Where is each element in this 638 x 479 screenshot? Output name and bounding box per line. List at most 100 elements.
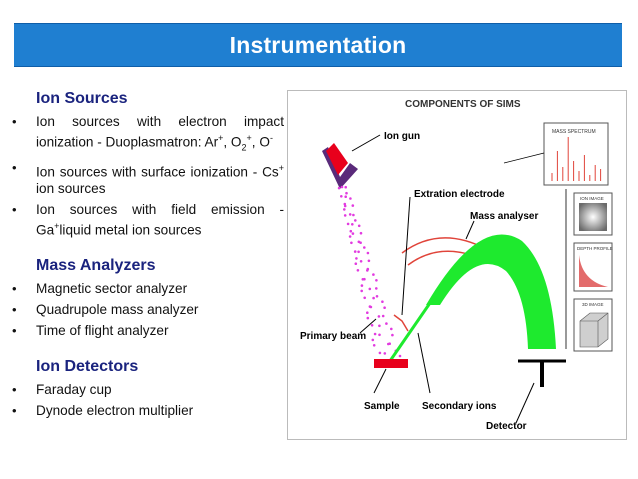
mass-spectrum-panel bbox=[543, 122, 609, 186]
beam-dot bbox=[366, 311, 369, 314]
ion-sources-list: • Ion sources with electron impact ioniz… bbox=[10, 114, 284, 238]
depth-profile-curve bbox=[579, 255, 608, 287]
bullet: • bbox=[12, 281, 17, 297]
beam-dot bbox=[370, 324, 374, 327]
beam-dot bbox=[369, 305, 373, 309]
mass-analyzers-list: •Magnetic sector analyzer •Quadrupole ma… bbox=[10, 281, 284, 339]
beam-dot bbox=[363, 246, 366, 249]
beam-dot bbox=[375, 279, 378, 282]
beam-dot bbox=[343, 208, 346, 211]
sample-label: Sample bbox=[364, 401, 400, 412]
bullet: • bbox=[12, 323, 17, 339]
beam-dot bbox=[350, 241, 353, 245]
extraction-electrode-lower bbox=[393, 314, 409, 332]
diagram-title: COMPONENTS OF SIMS bbox=[405, 99, 521, 110]
beam-dot bbox=[346, 222, 350, 226]
beam-dot bbox=[344, 195, 347, 198]
beam-dot bbox=[343, 214, 347, 217]
list-item: •Faraday cup bbox=[12, 382, 112, 398]
beam-dot bbox=[372, 296, 375, 300]
mass-analyser-label: Mass analyser bbox=[470, 211, 538, 222]
ion-image-map bbox=[579, 203, 607, 231]
beam-dot bbox=[375, 287, 378, 290]
ion-sources-heading: Ion Sources bbox=[36, 90, 128, 107]
sample bbox=[374, 359, 408, 368]
beam-dot bbox=[357, 250, 360, 254]
secondary-ions-label: Secondary ions bbox=[422, 401, 497, 412]
three-d-cube-edges bbox=[580, 312, 609, 347]
ion-gun-pointer bbox=[351, 134, 381, 152]
sims-diagram: COMPONENTS OF SIMS Ion gun Extration ele… bbox=[287, 90, 627, 440]
output-panels: MASS SPECTRUM ION IMAGE DEPTH PROFILE 3D… bbox=[503, 122, 613, 352]
bullet: • bbox=[12, 160, 17, 176]
mass-analyzers-heading: Mass Analyzers bbox=[36, 257, 156, 275]
mass-spectrum-peaks bbox=[551, 137, 602, 181]
beam-dot bbox=[385, 322, 388, 325]
ion-detectors-heading: Ion Detectors bbox=[36, 358, 139, 376]
ion-gun bbox=[322, 143, 358, 189]
beam-dot bbox=[360, 289, 363, 293]
beam-dot bbox=[349, 229, 353, 233]
title-bar: Instrumentation bbox=[14, 23, 622, 67]
beam-dot bbox=[363, 296, 366, 300]
beam-dot bbox=[388, 342, 391, 345]
beam-dot bbox=[348, 213, 352, 216]
detector-pointer bbox=[515, 382, 535, 424]
beam-dot bbox=[353, 250, 357, 253]
beam-dot bbox=[345, 191, 348, 195]
extraction-pointer bbox=[401, 196, 411, 316]
primary-beam bbox=[337, 185, 402, 358]
secondary-ions-path bbox=[388, 302, 432, 362]
content-column: Ion Sources • Ion sources with electron … bbox=[10, 90, 284, 424]
sims-diagram-svg: COMPONENTS OF SIMS Ion gun Extration ele… bbox=[300, 99, 613, 432]
beam-dot bbox=[372, 344, 376, 347]
beam-dot bbox=[343, 202, 347, 206]
beam-dot bbox=[366, 316, 370, 320]
beam-dot bbox=[344, 185, 347, 189]
beam-dot bbox=[378, 333, 381, 337]
list-item: •Time of flight analyzer bbox=[12, 323, 169, 339]
beam-dot bbox=[351, 223, 354, 226]
beam-dot bbox=[355, 257, 358, 260]
ion-image-label: ION IMAGE bbox=[580, 196, 604, 201]
list-item: •Dynode electron multiplier bbox=[12, 403, 194, 419]
beam-dot bbox=[357, 224, 361, 228]
beam-dot bbox=[340, 185, 344, 189]
list-item: • Ion sources with electron impact ioniz… bbox=[12, 114, 284, 153]
beam-dot bbox=[359, 241, 362, 244]
beam-dot bbox=[348, 235, 352, 238]
beam-dot bbox=[371, 338, 375, 342]
beam-dot bbox=[378, 324, 381, 328]
beam-dot bbox=[361, 278, 365, 281]
bullet: • bbox=[12, 201, 17, 217]
beam-dot bbox=[356, 269, 360, 272]
beam-dot bbox=[366, 251, 370, 255]
beam-dot bbox=[359, 260, 363, 263]
beam-dot bbox=[378, 351, 382, 355]
beam-dot bbox=[375, 295, 379, 298]
detector bbox=[518, 359, 566, 387]
beam-dot bbox=[377, 315, 381, 318]
mass-analyser-sector bbox=[426, 234, 556, 349]
beam-dot bbox=[352, 213, 355, 217]
detector-label: Detector bbox=[486, 421, 527, 432]
beam-dot bbox=[354, 219, 357, 222]
extraction-electrode-label: Extration electrode bbox=[414, 189, 505, 200]
sample-pointer bbox=[373, 368, 387, 394]
beam-dot bbox=[383, 352, 387, 355]
bullet: • bbox=[12, 403, 17, 419]
list-item: •Magnetic sector analyzer bbox=[12, 281, 188, 297]
beam-dot bbox=[373, 332, 377, 336]
bullet: • bbox=[12, 382, 17, 398]
list-item: • Ion sources with surface ionization - … bbox=[12, 160, 284, 196]
beam-dot bbox=[351, 204, 355, 207]
primary-beam-label: Primary beam bbox=[300, 331, 366, 342]
slide-title: Instrumentation bbox=[229, 31, 407, 58]
beam-dot bbox=[390, 327, 393, 331]
mass-analyser-pointer bbox=[465, 220, 475, 240]
beam-dot bbox=[383, 306, 386, 309]
beam-dot bbox=[367, 259, 371, 263]
mass-spectrum-label: MASS SPECTRUM bbox=[552, 129, 596, 135]
beam-dot bbox=[351, 232, 355, 235]
beam-dot bbox=[343, 204, 347, 208]
